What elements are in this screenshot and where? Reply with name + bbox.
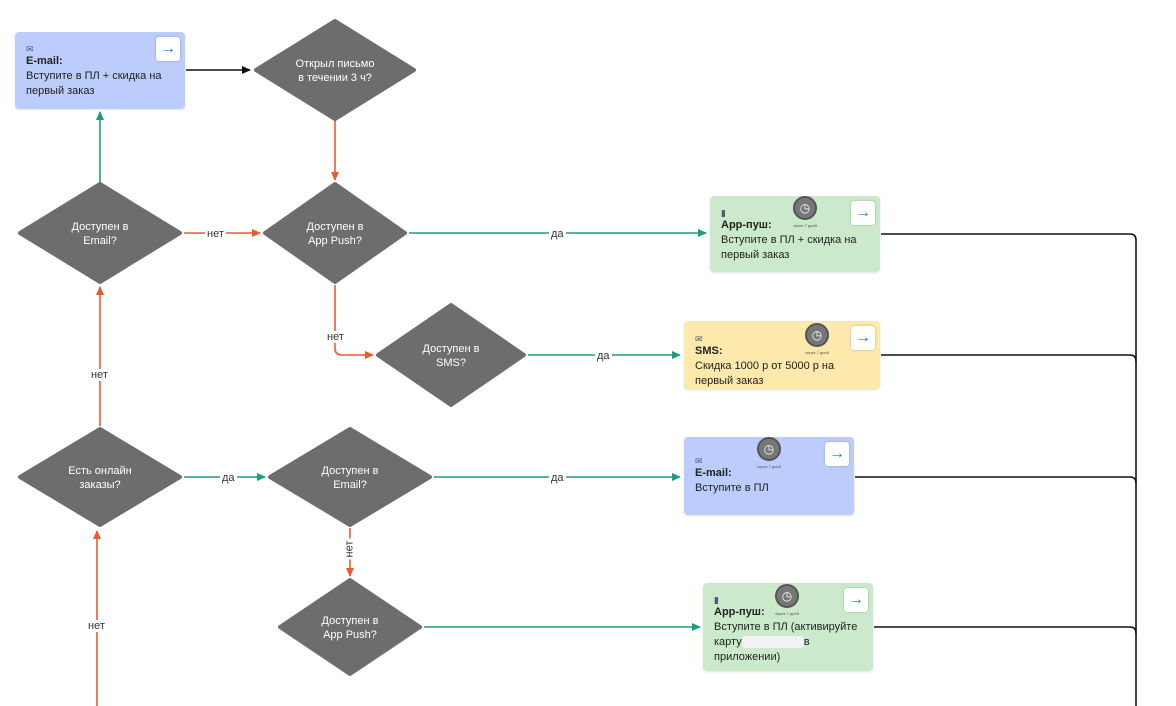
card-title: App-пуш: [721,219,772,231]
card-title: E-mail: [26,55,63,67]
edge-label-yes: да [549,228,566,240]
diamond-avail-email-top[interactable] [18,182,182,284]
timer-label: через 7 дней [775,611,799,616]
clock-icon: ◷ [775,584,799,608]
diamond-avail-apppush-top[interactable] [263,182,407,284]
card-text: Вступите в ПЛ [695,482,769,494]
phone-icon: ▮ [721,208,726,218]
timer-label: через 7 дней [757,464,781,469]
arrow-right-icon[interactable]: → [851,201,875,225]
redacted-block [741,636,804,649]
edge-label-yes: да [595,350,612,362]
card-text-after: в приложении) [714,636,810,663]
diamond-avail-sms[interactable] [376,303,526,407]
bus-line-2 [881,354,1137,362]
diamond-opened-email[interactable] [254,19,416,121]
edge-apppush-no [334,285,374,359]
edge-label-no: нет [343,538,356,560]
card-text-before: Вступите в ПЛ (активируйте карту [714,621,858,648]
card-text: Вступите в ПЛ + скидка на первый заказ [721,234,857,261]
clock-icon: ◷ [757,437,781,461]
card-text: Скидка 1000 р от 5000 р на первый заказ [695,360,835,387]
email-card-mid[interactable]: ✉ E-mail: Вступите в ПЛ ◷ через 7 дней → [684,437,854,515]
apppush-card-bottom[interactable]: ▮ App-пуш: Вступите в ПЛ (активируйте ка… [703,583,873,671]
edge-label-yes: да [220,472,237,484]
bus-line-4 [874,626,1137,634]
clock-icon: ◷ [805,323,829,347]
arrow-right-icon[interactable]: → [825,442,849,466]
card-title: SMS: [695,345,723,357]
edge-label-yes: да [549,472,566,484]
apppush-card-top[interactable]: ▮ App-пуш: Вступите в ПЛ + скидка на пер… [710,196,880,272]
card-text: Вступите в ПЛ + скидка на первый заказ [26,70,162,97]
edge-label-no: нет [86,620,107,632]
diamond-avail-apppush-bottom[interactable] [278,578,422,676]
email-icon: ✉ [695,456,703,466]
bus-line-1 [881,233,1137,706]
arrow-right-icon[interactable]: → [156,37,180,61]
diamond-avail-email-mid[interactable] [268,427,432,527]
card-title: App-пуш: [714,606,765,618]
diamond-online-orders[interactable] [18,427,182,527]
edge-label-no: нет [89,369,110,381]
arrow-right-icon[interactable]: → [844,588,868,612]
edge-label-no: нет [205,228,226,240]
email-card-top[interactable]: ✉ E-mail: Вступите в ПЛ + скидка на перв… [15,32,185,109]
phone-icon: ▮ [714,595,719,605]
sms-icon: ✉ [695,334,703,344]
timer-label: через 7 дней [793,223,817,228]
arrow-right-icon[interactable]: → [851,326,875,350]
timer-label: через 7 дней [805,350,829,355]
bus-line-3 [855,476,1137,484]
edge-label-no: нет [325,331,346,343]
card-title: E-mail: [695,467,732,479]
email-icon: ✉ [26,44,34,54]
clock-icon: ◷ [793,196,817,220]
sms-card[interactable]: ✉ SMS: Скидка 1000 р от 5000 р на первый… [684,321,880,389]
